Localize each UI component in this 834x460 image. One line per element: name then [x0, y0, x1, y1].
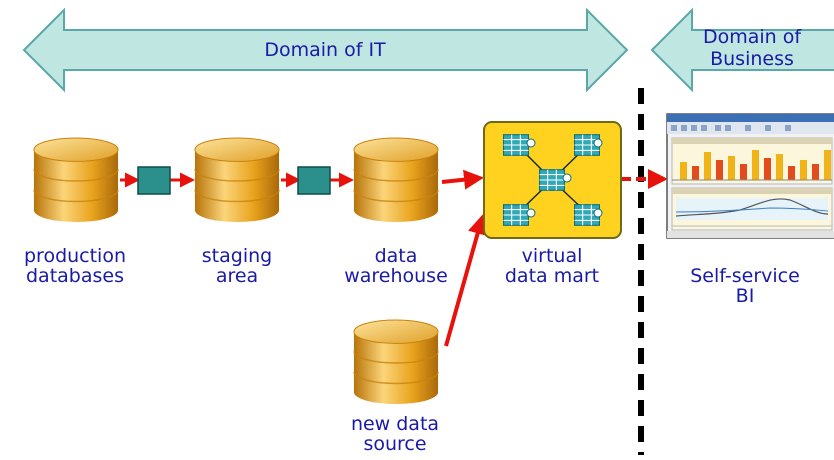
new-data-source-cylinder-icon: [353, 319, 439, 405]
virtual-data-mart-label-line2: data mart: [504, 265, 600, 287]
new-data-source-label: new data source: [330, 414, 460, 454]
domain-business-banner-arrow: [650, 7, 834, 93]
staging-area-label-line2: area: [215, 265, 259, 287]
production-databases-label: production databases: [0, 246, 150, 286]
self-service-bi-screenshot-icon: [666, 113, 834, 239]
virtual-data-mart-label-line1: virtual: [521, 245, 583, 267]
domain-it-banner-arrow: [22, 7, 629, 93]
domain-business-label-line2: Business: [710, 48, 794, 70]
production-databases-label-line2: databases: [26, 265, 124, 287]
data-warehouse-label: data warehouse: [326, 246, 466, 286]
new-data-source-label-line1: new data: [350, 413, 440, 435]
domain-business-label-line1: Domain of: [702, 26, 802, 48]
staging-area-cylinder-icon: [194, 137, 280, 223]
self-service-bi-label-line1: Self-service: [690, 265, 800, 287]
arrow-warehouse-to-mart: [441, 169, 484, 190]
new-data-source-label-line2: source: [363, 433, 427, 455]
production-databases-label-line1: production: [23, 245, 127, 267]
staging-area-label-line1: staging: [201, 245, 273, 267]
arrow-newsource-to-mart: [444, 214, 488, 347]
data-warehouse-label-line1: data: [374, 245, 418, 267]
virtual-data-mart-icon: [483, 121, 622, 239]
data-warehouse-label-line2: warehouse: [344, 265, 448, 287]
staging-area-label: staging area: [172, 246, 302, 286]
production-databases-cylinder-icon: [33, 137, 119, 223]
etl-box-2: [297, 166, 331, 195]
domain-business-label: Domain of Business: [688, 26, 816, 70]
data-warehouse-cylinder-icon: [353, 137, 439, 223]
virtual-data-mart-label: virtual data mart: [482, 246, 622, 286]
domain-it-label: Domain of IT: [264, 39, 386, 61]
self-service-bi-label-line2: BI: [735, 285, 755, 307]
self-service-bi-label: Self-service BI: [670, 266, 820, 306]
etl-box-1: [137, 166, 171, 195]
